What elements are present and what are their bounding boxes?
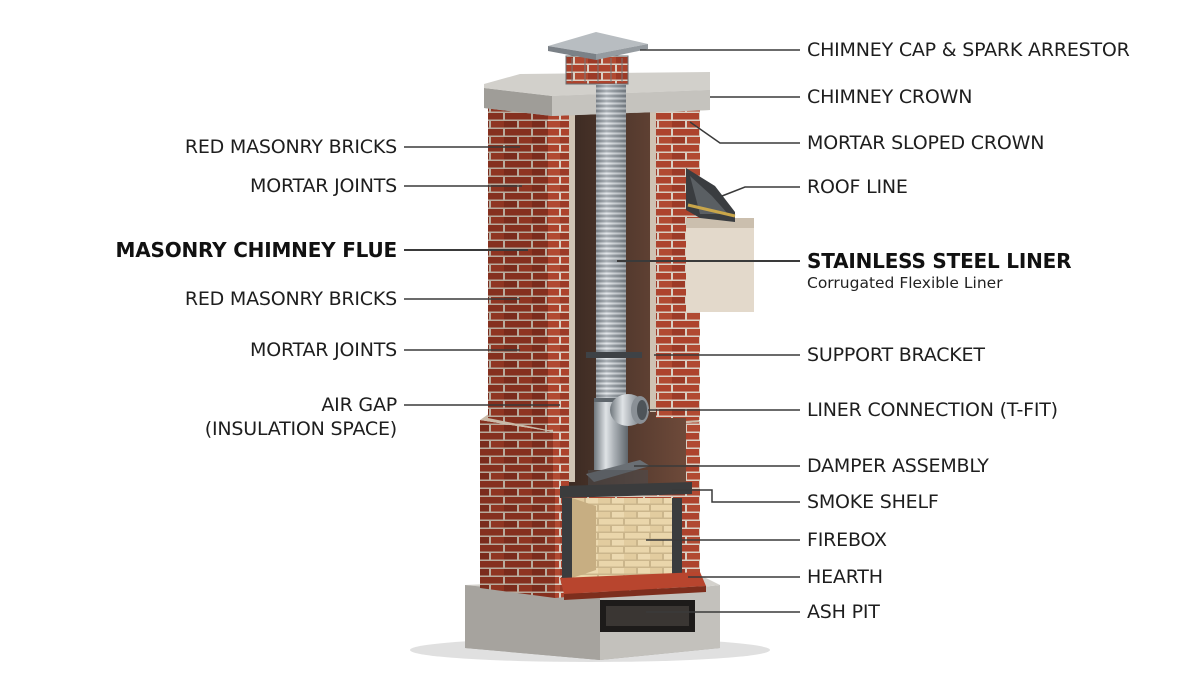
label-stainless-steel-liner-sub: Corrugated Flexible Liner (807, 274, 1003, 292)
roof-section (686, 168, 754, 312)
label-stainless-steel-liner-title: STAINLESS STEEL LINER (807, 249, 1072, 273)
label-roof-line: ROOF LINE (807, 176, 908, 198)
label-mortar-sloped-crown: MORTAR SLOPED CROWN (807, 132, 1045, 154)
label-firebox: FIREBOX (807, 529, 887, 551)
label-hearth: HEARTH (807, 566, 883, 588)
steel-liner-pipe (594, 84, 628, 470)
t-fit-connection (610, 394, 649, 426)
firebox-opening (562, 498, 682, 578)
label-chimney-cap: CHIMNEY CAP & SPARK ARRESTOR (807, 39, 1130, 61)
label-support-bracket: SUPPORT BRACKET (807, 344, 985, 366)
chimney-cap-assembly (548, 32, 648, 85)
inner-wall-left (553, 108, 569, 488)
hearth-slab (560, 572, 706, 594)
label-ash-pit: ASH PIT (807, 601, 880, 623)
label-smoke-shelf: SMOKE SHELF (807, 491, 939, 513)
label-air-gap: AIR GAP (INSULATION SPACE) (205, 393, 397, 441)
label-damper-assembly: DAMPER ASSEMBLY (807, 455, 989, 477)
base-left-face (480, 420, 555, 598)
ash-pit-opening (600, 600, 695, 632)
label-air-gap-line2: (INSULATION SPACE) (204, 418, 397, 440)
label-air-gap-line1: AIR GAP (321, 394, 397, 416)
label-chimney-crown: CHIMNEY CROWN (807, 86, 973, 108)
label-liner-connection: LINER CONNECTION (T-FIT) (807, 399, 1058, 421)
label-red-masonry-bricks-upper: RED MASONRY BRICKS (184, 136, 397, 158)
leader-lines (404, 49, 800, 613)
label-mortar-joints-upper: MORTAR JOINTS (250, 175, 397, 197)
support-bracket-plate (586, 352, 642, 358)
stack-left-face (488, 92, 548, 430)
label-mortar-joints-lower: MORTAR JOINTS (250, 339, 397, 361)
label-stainless-steel-liner: STAINLESS STEEL LINER Corrugated Flexibl… (807, 249, 1071, 293)
air-gap-strip (569, 112, 575, 482)
label-masonry-chimney-flue: MASONRY CHIMNEY FLUE (115, 238, 398, 262)
inner-wall-right (656, 108, 686, 418)
smoke-shelf-slab (560, 482, 692, 498)
label-red-masonry-bricks-lower: RED MASONRY BRICKS (184, 288, 397, 310)
